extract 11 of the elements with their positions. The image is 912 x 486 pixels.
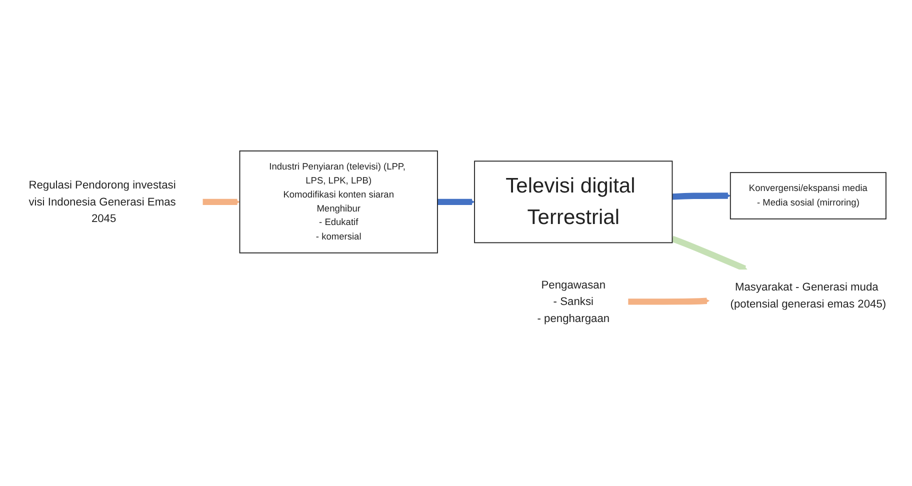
arrow: [671, 235, 748, 271]
arrow: [672, 192, 731, 200]
node-text: Pengawasan - Sanksi - penghargaan: [537, 278, 610, 324]
arrow: [437, 198, 475, 205]
arrow: [202, 198, 240, 205]
node-text: Masyarakat - Generasi muda (potensial generasi emas 2045): [730, 280, 886, 310]
node-box: Konvergensi/ekspansi media - Media sosial (mirroring): [730, 172, 886, 219]
node-box: Industri Penyiaran (televisi) (LPP, LPS, LPK, LPB) Komodifikasi konten siaran Menghibur - Edukatif - komersial: [239, 150, 438, 253]
node-text: Regulasi Pendorong investasi visi Indonesia Generasi Emas 2045: [28, 178, 176, 224]
node-box: Televisi digital Terrestrial: [474, 160, 673, 243]
arrow: [628, 297, 710, 304]
